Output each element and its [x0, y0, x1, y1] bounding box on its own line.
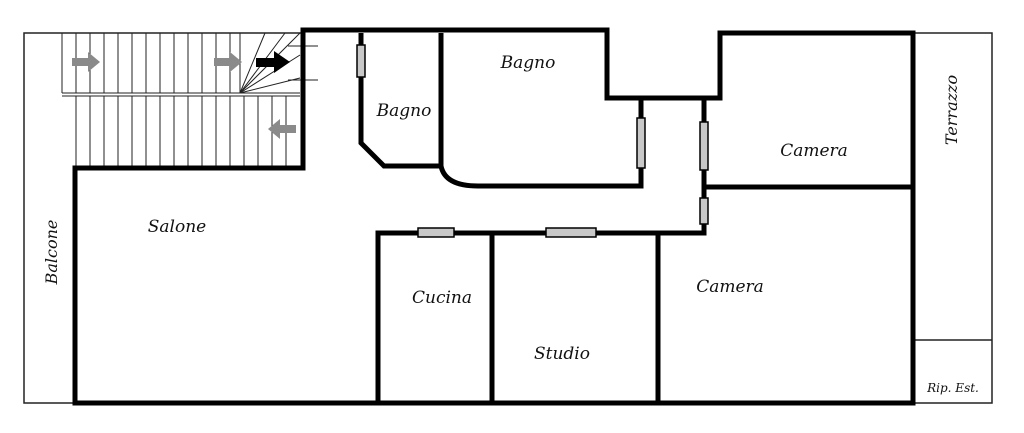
window-bagno-large [636, 117, 646, 169]
window-corridor [699, 197, 709, 225]
stair-arrow-3-icon [268, 119, 296, 139]
window-bagno-small [356, 44, 366, 78]
windows [356, 44, 709, 238]
label-camera-bottom: Camera [696, 277, 764, 297]
window-cucina [417, 227, 455, 238]
label-bagno-large: Bagno [500, 53, 556, 73]
staircase [61, 32, 318, 168]
label-studio: Studio [534, 344, 590, 364]
bagno-small-walls [358, 33, 444, 169]
label-ripostiglio: Rip. Est. [926, 381, 979, 395]
label-balcone: Balcone [42, 220, 61, 286]
outer-wall [72, 27, 916, 406]
window-studio [545, 227, 597, 238]
label-camera-top: Camera [780, 141, 848, 161]
entrance-arrow-icon [256, 51, 290, 73]
bagno-large-walls [438, 98, 644, 189]
label-cucina: Cucina [412, 288, 472, 308]
label-terrazzo: Terrazzo [942, 75, 961, 145]
stair-arrow-2-icon [214, 52, 242, 72]
room-labels: Salone Bagno Bagno Camera Camera Cucina … [42, 53, 979, 395]
stair-arrow-1-icon [72, 52, 100, 72]
label-salone: Salone [148, 217, 206, 237]
window-camera-left [699, 121, 709, 171]
label-bagno-small: Bagno [376, 101, 432, 121]
